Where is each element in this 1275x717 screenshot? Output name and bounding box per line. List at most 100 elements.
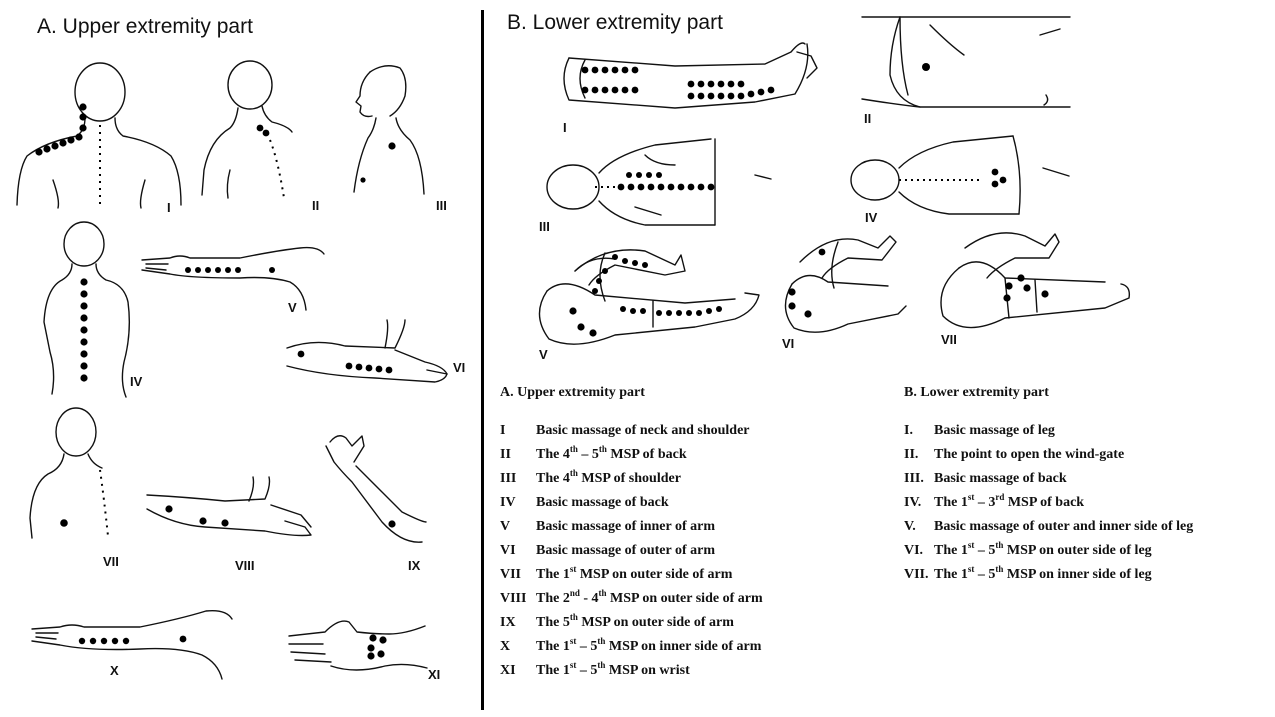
- figure-illustration: [861, 16, 1071, 108]
- upper-figure-10: X: [30, 605, 240, 685]
- figure-label: III: [436, 198, 447, 213]
- lower-figure-3: III: [535, 135, 775, 235]
- legend-item-text: The 1st – 5th MSP on inner side of arm: [536, 636, 762, 655]
- upper-figure-1: I: [15, 60, 185, 215]
- legend-heading: A. Upper extremity part: [500, 385, 645, 400]
- legend-item: XI The 1st – 5th MSP on wrist: [500, 660, 763, 687]
- figure-label: XI: [428, 667, 441, 682]
- figure-label: III: [539, 219, 550, 234]
- legend-item-number: VI.: [904, 543, 924, 558]
- upper-figure-6: VI: [285, 318, 475, 393]
- lower-figure-5: V: [535, 235, 770, 365]
- lower-figure-6: VI: [778, 228, 913, 358]
- figure-illustration: [850, 135, 1070, 215]
- figure-illustration: [29, 407, 109, 539]
- figure-illustration: [940, 232, 1131, 329]
- figure-illustration: [546, 138, 772, 226]
- figure-label: II: [312, 198, 320, 213]
- legend-item-number: II: [500, 447, 511, 462]
- figure-illustration: [201, 60, 293, 199]
- legend-item-text: Basic massage of neck and shoulder: [536, 423, 750, 438]
- legend-item-number: V.: [904, 519, 916, 534]
- legend-item-number: III: [500, 471, 517, 486]
- figure-label: VI: [782, 336, 795, 351]
- upper-figure-11: XI: [285, 612, 465, 682]
- legend-item-number: VII.: [904, 567, 929, 582]
- panel-divider: [481, 10, 484, 710]
- figure-illustration: [353, 65, 425, 195]
- figure-illustration: [538, 249, 760, 345]
- legend-item-text: Basic massage of outer of arm: [536, 543, 715, 558]
- legend-item-text: The 1st – 3rd MSP of back: [934, 492, 1085, 511]
- figure-label: I: [167, 200, 171, 215]
- figure-label: IX: [408, 558, 421, 573]
- legend-item-text: Basic massage of back: [536, 495, 669, 510]
- legend-item-number: IX: [500, 615, 516, 630]
- legend-item-number: VI: [500, 543, 516, 558]
- legend-item: II. The point to open the wind-gate: [904, 447, 1193, 471]
- legend-item-text: The 4th – 5th MSP of back: [536, 444, 687, 463]
- figure-illustration: [288, 620, 428, 671]
- figure-illustration: [43, 221, 131, 398]
- figure-illustration: [286, 319, 448, 383]
- legend-item-text: The point to open the wind-gate: [934, 447, 1125, 462]
- upper-figure-7: VII: [28, 407, 148, 569]
- lower-figure-7: VII: [925, 228, 1135, 358]
- lower-extremity-legend: B. Lower extremity part I.Basic massage …: [904, 385, 1193, 591]
- figure-label: VII: [941, 332, 957, 347]
- legend-item: X The 1st – 5th MSP on inner side of arm: [500, 636, 763, 663]
- figure-label: IV: [130, 374, 143, 389]
- figure-label: IV: [865, 210, 878, 225]
- legend-item: I.Basic massage of leg: [904, 423, 1193, 447]
- figure-illustration: [146, 476, 312, 537]
- legend-item: I Basic massage of neck and shoulder: [500, 423, 763, 447]
- lower-extremity-title: B. Lower extremity part: [507, 11, 723, 34]
- legend-item-text: Basic massage of outer and inner side of…: [934, 519, 1194, 534]
- figure-label: I: [563, 120, 567, 135]
- upper-figure-8: VIII: [145, 475, 320, 573]
- legend-item-number: III.: [904, 471, 924, 486]
- lower-figure-4: IV: [843, 132, 1073, 232]
- legend-item-text: The 1st MSP on outer side of arm: [536, 564, 733, 583]
- legend-item: IV Basic massage of back: [500, 495, 763, 519]
- legend-item-text: The 4th MSP of shoulder: [536, 468, 681, 487]
- legend-item-text: Basic massage of back: [934, 471, 1067, 486]
- legend-item: VII The 1st MSP on outer side of arm: [500, 564, 763, 591]
- upper-extremity-legend: A. Upper extremity part I Basic massage o…: [500, 385, 763, 687]
- lower-figure-2: II: [860, 15, 1075, 130]
- legend-item-text: Basic massage of inner of arm: [536, 519, 715, 534]
- legend-item-number: IV.: [904, 495, 922, 510]
- legend-item-number: X: [500, 639, 511, 654]
- legend-item-number: IV: [500, 495, 516, 510]
- figure-label: VII: [103, 554, 119, 569]
- legend-item-number: I: [500, 423, 506, 438]
- legend-item-number: V: [500, 519, 511, 534]
- upper-figure-2: II: [200, 60, 330, 213]
- legend-item: V Basic massage of inner of arm: [500, 519, 763, 543]
- figure-label: VIII: [235, 558, 255, 573]
- figure-label: VI: [453, 360, 466, 375]
- upper-figure-9: IX: [322, 432, 442, 573]
- legend-item-text: The 1st – 5th MSP on outer side of leg: [934, 540, 1152, 559]
- upper-figure-5: V: [140, 240, 330, 315]
- figure-illustration: [16, 62, 182, 209]
- legend-item-number: II.: [904, 447, 919, 462]
- figure-label: V: [288, 300, 297, 315]
- figure-illustration: [563, 42, 818, 109]
- legend-item: II The 4th – 5th MSP of back: [500, 444, 763, 471]
- legend-item: III. Basic massage of back: [904, 471, 1193, 495]
- figure-label: II: [864, 111, 872, 126]
- legend-heading: B. Lower extremity part: [904, 385, 1049, 400]
- legend-item-number: I.: [904, 423, 913, 438]
- figure-label: X: [110, 663, 119, 678]
- legend-item-text: The 1st – 5th MSP on wrist: [536, 660, 690, 679]
- legend-item: III The 4th MSP of shoulder: [500, 468, 763, 495]
- legend-item-number: VII: [500, 567, 522, 582]
- legend-item: VI Basic massage of outer of arm: [500, 543, 763, 567]
- upper-extremity-title: A. Upper extremity part: [37, 15, 253, 38]
- legend-item-number: XI: [500, 663, 516, 678]
